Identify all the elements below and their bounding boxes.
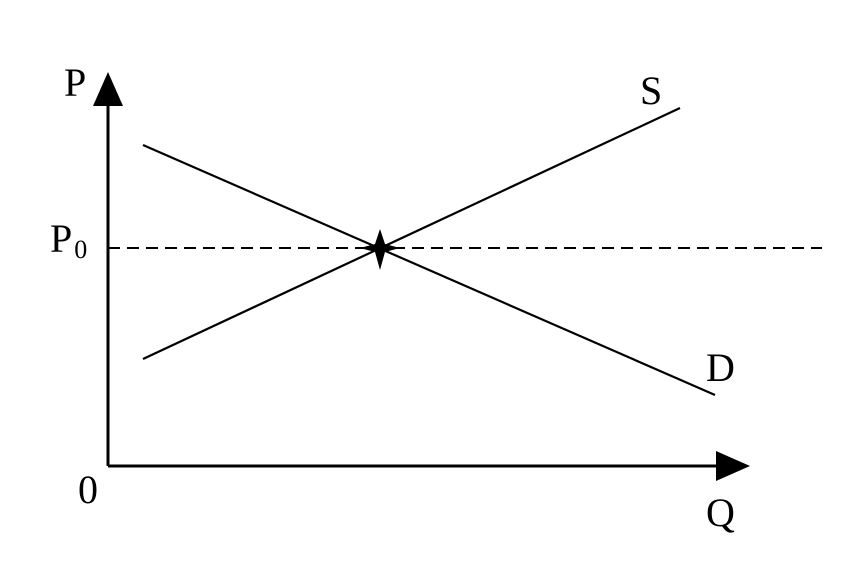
demand-label: D <box>706 345 735 390</box>
price-level-subscript: 0 <box>74 235 87 264</box>
y-axis-label: P <box>64 60 86 105</box>
supply-label: S <box>640 68 662 113</box>
supply-curve <box>142 107 681 360</box>
y-axis-arrowhead <box>93 72 123 106</box>
price-level-label: P0 <box>50 216 87 264</box>
equilibrium-point <box>360 229 400 270</box>
origin-label: 0 <box>78 467 98 512</box>
x-axis-label: Q <box>706 490 735 535</box>
demand-curve <box>142 143 716 397</box>
price-level-main: P <box>50 216 72 261</box>
x-axis-arrowhead <box>716 451 750 481</box>
